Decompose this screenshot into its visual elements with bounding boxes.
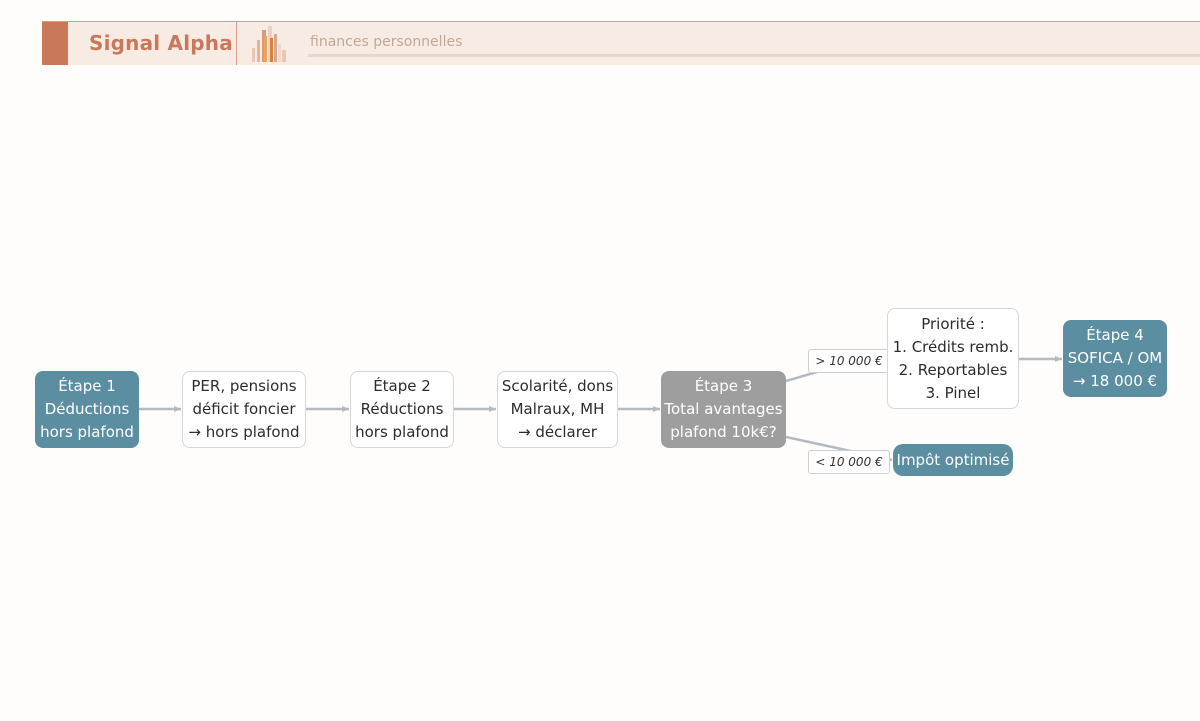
brand-name[interactable]: Signal Alpha: [89, 31, 233, 55]
node-line: SOFICA / OM: [1067, 349, 1163, 367]
node-scolarite-dons[interactable]: Scolarité, dons Malraux, MH → déclarer: [497, 371, 618, 448]
node-etape-4[interactable]: Étape 4 SOFICA / OM → 18 000 €: [1063, 320, 1167, 397]
node-line: 3. Pinel: [925, 383, 981, 402]
node-line: Malraux, MH: [510, 400, 605, 418]
header-subtitle: finances personnelles: [310, 34, 463, 50]
edge-label-above-10000: > 10 000 €: [808, 349, 890, 373]
node-priorite[interactable]: Priorité : 1. Crédits remb. 2. Reportabl…: [887, 308, 1019, 409]
node-line: Impôt optimisé: [896, 450, 1010, 469]
header-accent-bar: [42, 22, 68, 65]
bar-chart-logo-icon: [252, 26, 286, 62]
node-line: → hors plafond: [188, 423, 300, 441]
node-impot-optimise[interactable]: Impôt optimisé: [893, 444, 1013, 476]
node-line: Scolarité, dons: [501, 377, 614, 395]
node-etape-2[interactable]: Étape 2 Réductions hors plafond: [350, 371, 454, 448]
node-line: 2. Reportables: [898, 360, 1008, 379]
node-per-pensions[interactable]: PER, pensions déficit foncier → hors pla…: [182, 371, 306, 448]
node-line: Étape 1: [58, 377, 116, 395]
node-line: PER, pensions: [191, 377, 297, 395]
node-line: → déclarer: [518, 423, 597, 441]
node-line: hors plafond: [40, 423, 134, 441]
node-line: déficit foncier: [192, 400, 296, 418]
node-line: Étape 3: [694, 377, 753, 395]
edge-label-below-10000: < 10 000 €: [808, 450, 890, 474]
node-line: Total avantages: [664, 400, 783, 418]
header-divider: [236, 22, 237, 65]
node-line: Étape 2: [373, 377, 431, 395]
node-line: Déductions: [44, 400, 130, 418]
app-header: Signal Alpha finances personnelles: [42, 21, 1200, 65]
node-line: hors plafond: [355, 423, 449, 441]
node-line: plafond 10k€?: [670, 423, 777, 441]
node-line: Réductions: [360, 400, 444, 418]
node-etape-1[interactable]: Étape 1 Déductions hors plafond: [35, 371, 139, 448]
node-line: 1. Crédits remb.: [892, 337, 1014, 356]
node-etape-3-decision[interactable]: Étape 3 Total avantages plafond 10k€?: [661, 371, 786, 448]
node-line: Priorité :: [921, 314, 985, 333]
subtitle-underline: [308, 54, 1200, 57]
node-line: → 18 000 €: [1072, 372, 1158, 390]
node-line: Étape 4: [1086, 326, 1144, 344]
